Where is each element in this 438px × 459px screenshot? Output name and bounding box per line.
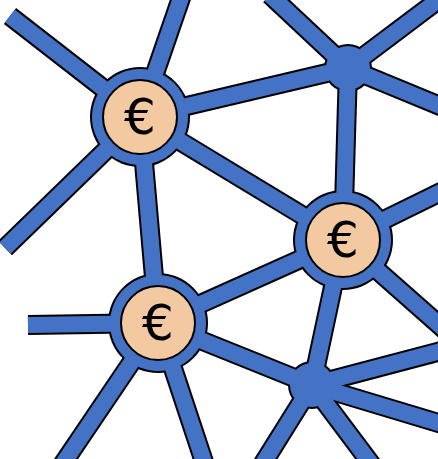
tube-outline [193, 256, 309, 308]
tube-connector [172, 137, 310, 221]
tube-connector [143, 155, 154, 285]
euro-hub-circle: € [305, 202, 381, 278]
euro-hub-circle: € [102, 79, 178, 155]
euro-hub-circle: € [120, 285, 196, 361]
tube-outline [143, 155, 154, 285]
tube-outline [172, 137, 310, 221]
currency-symbol: € [124, 92, 156, 142]
currency-symbol: € [142, 298, 174, 348]
currency-symbol: € [327, 215, 359, 265]
tube-connector [193, 256, 309, 308]
